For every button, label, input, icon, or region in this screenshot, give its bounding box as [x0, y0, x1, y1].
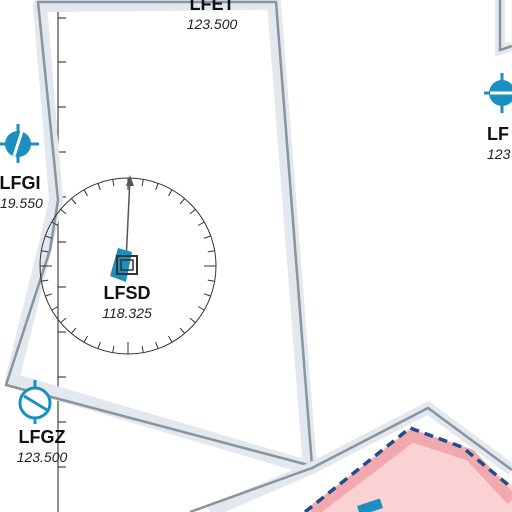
airfield-name: LFGZ [19, 427, 66, 447]
compass-tick [189, 209, 196, 215]
compass-tick [179, 198, 185, 205]
compass-tick [203, 235, 211, 239]
airfield-frequency: 119.550 [0, 195, 43, 211]
compass-tick [51, 221, 59, 226]
compass-tick [112, 345, 115, 353]
compass-tick [189, 317, 196, 323]
airfield-frequency: 118.325 [102, 305, 152, 321]
airfield-lfgi[interactable]: LFGI 119.550 [0, 124, 43, 211]
restricted-area-marker-icon [357, 498, 383, 512]
airfield-frequency: 123 [487, 146, 511, 162]
north-arrow-head-icon [126, 175, 134, 186]
airspace-zone-south [189, 400, 512, 512]
compass-tick [197, 221, 205, 226]
compass-tick [168, 335, 173, 343]
aerodrome-military-icon [484, 73, 512, 113]
compass-tick [83, 189, 88, 197]
compass-tick [83, 335, 88, 343]
compass-tick [207, 250, 215, 253]
compass-tick [71, 327, 77, 334]
airspace-zone-northeast [495, 0, 512, 57]
compass-tick [41, 279, 49, 282]
aerodrome-square-icon [110, 248, 138, 282]
airfield-frequency: 123.500 [187, 16, 238, 32]
airfield-lfet[interactable]: LFET 123.500 [187, 0, 238, 32]
compass-tick [197, 306, 205, 311]
compass-tick [141, 179, 144, 187]
compass-tick [207, 279, 215, 282]
compass-tick [168, 189, 173, 197]
airfield-east[interactable]: LF 123 [484, 73, 512, 162]
airfield-name: LF [487, 124, 509, 144]
compass-tick [179, 327, 185, 334]
airspace-zone-main [4, 0, 317, 475]
airfield-name: LFGI [0, 173, 41, 193]
magnetic-north-arrow [125, 177, 131, 263]
aerodrome-civil-icon [0, 124, 39, 163]
compass-tick [41, 250, 49, 253]
compass-tick [141, 345, 144, 353]
compass-tick [97, 341, 101, 349]
airfield-lfgz[interactable]: LFGZ 123.500 [17, 380, 68, 465]
compass-tick [45, 235, 53, 239]
aerodrome-unpaved-icon [18, 380, 52, 424]
airfield-name: LFET [190, 0, 235, 14]
compass-tick [51, 306, 59, 311]
restricted-area [303, 426, 512, 512]
airfield-frequency: 123.500 [17, 449, 68, 465]
airfield-lfsd[interactable]: LFSD 118.325 [102, 248, 152, 321]
compass-tick [60, 209, 67, 215]
compass-tick [71, 198, 77, 205]
airfield-name: LFSD [104, 283, 151, 303]
compass-tick [45, 293, 53, 297]
compass-tick [203, 293, 211, 297]
compass-tick [112, 179, 115, 187]
compass-tick [97, 183, 101, 191]
compass-rose [39, 175, 217, 355]
compass-tick [155, 341, 159, 349]
compass-tick [155, 183, 159, 191]
compass-tick [60, 317, 67, 323]
